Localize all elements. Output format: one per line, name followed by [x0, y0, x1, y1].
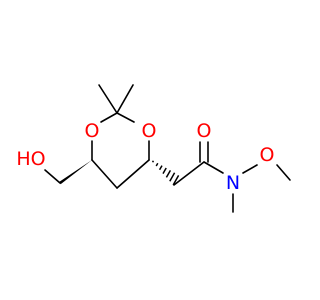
- atom-labels: O O O N O HO: [16, 120, 274, 194]
- bond-ring-bottom-right: [116, 159, 150, 189]
- molecule-diagram: O O O N O HO: [16, 84, 291, 213]
- methoxy-oxygen-label: O: [260, 144, 275, 166]
- bond-ch2-carbonyl: [173, 161, 205, 186]
- bond-ketal-o-right: [116, 112, 135, 123]
- hydroxyl-label: HO: [16, 148, 45, 170]
- stereo-bonds: [59, 160, 180, 186]
- bond-carbonyl-n: [203, 161, 224, 174]
- structure-svg: O O O N O HO: [16, 84, 291, 213]
- wedge-bond-ch2oh: [59, 160, 92, 185]
- carbonyl-oxygen-label: O: [197, 120, 212, 142]
- bond-ketal-methyl-left: [98, 84, 118, 114]
- bond-n-o: [242, 164, 258, 174]
- hashed-bond-side-chain: [151, 160, 180, 186]
- ring-oxygen-right-label: O: [142, 120, 157, 142]
- bond-ch2-o: [44, 169, 61, 184]
- bond-ketal-methyl-right: [116, 84, 134, 114]
- bond-o-methyl: [276, 164, 291, 181]
- bonds: [44, 84, 291, 213]
- ring-oxygen-left-label: O: [85, 120, 100, 142]
- bond-ring-bottom-left: [91, 159, 118, 189]
- amide-nitrogen-label: N: [226, 172, 240, 194]
- bond-ketal-o-left: [100, 112, 118, 123]
